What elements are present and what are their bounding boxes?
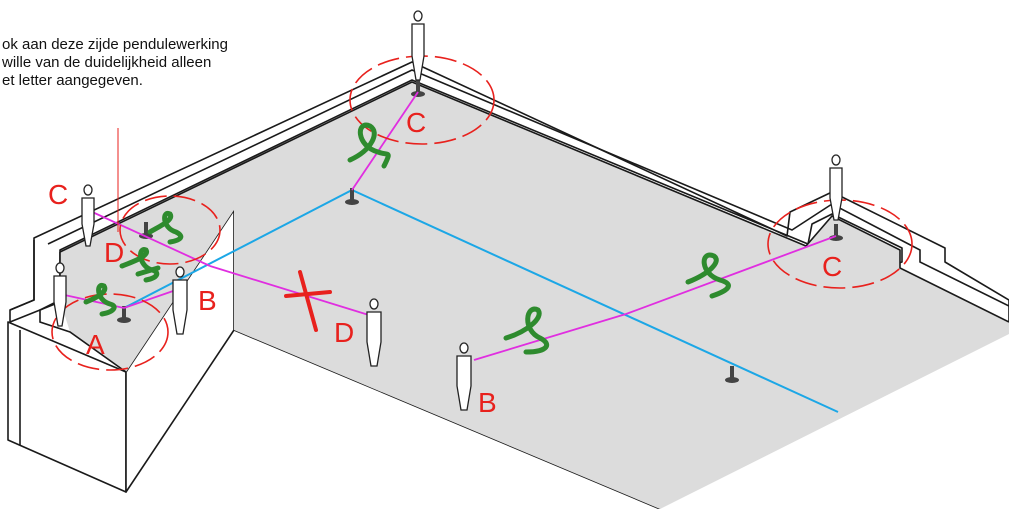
anchor-post-left (117, 306, 131, 323)
worker-left-a (53, 262, 67, 327)
worker-left-c (81, 184, 95, 247)
tether-left-c (87, 209, 211, 267)
label-d-left: D (104, 237, 124, 268)
note-line-1: ok aan deze zijde pendulewerking (2, 36, 228, 53)
label-b-left: B (198, 285, 217, 316)
not-allowed-cross (284, 270, 332, 332)
rope-coil-a (83, 282, 117, 317)
note-line-2: wille van de duidelijkheid alleen (2, 54, 212, 71)
tether-top (351, 91, 419, 191)
pendulum-note: ok aan deze zijde pendulewerking wille v… (2, 36, 332, 90)
tether-right (625, 235, 837, 315)
worker-top (411, 10, 425, 81)
rope-coil-center (503, 306, 550, 355)
rope-coil-top (347, 122, 391, 169)
worker-right (829, 154, 843, 221)
tether-center-d (209, 265, 373, 317)
label-a: A (86, 329, 105, 360)
anchor-post-top (411, 80, 425, 97)
note-line-3: et letter aangegeven. (2, 72, 143, 89)
worker-center-b (456, 342, 472, 411)
fall-zone-left-a (51, 293, 169, 371)
rope-coil-right (685, 252, 731, 299)
roof-surface (60, 82, 1009, 509)
anchor-post-mid (345, 188, 359, 205)
parapet-rim (9, 61, 1009, 331)
label-c-top: C (406, 107, 426, 138)
workers (53, 10, 843, 411)
label-d-center: D (334, 317, 354, 348)
fall-zone-left-c (119, 195, 221, 265)
tether-left-b (123, 289, 177, 309)
rope-coil-b (135, 265, 161, 277)
rope-coil-d (119, 247, 160, 283)
anchor-posts (117, 80, 843, 383)
scenario-labels: C D A B D B C C (48, 107, 842, 418)
anchor-post-front (725, 366, 739, 383)
label-b-center: B (478, 387, 497, 418)
parapet-top (9, 61, 1009, 331)
worker-center-d (366, 298, 382, 367)
rope-coil-c (147, 210, 184, 245)
rope-coils (83, 122, 731, 355)
tether-center-b (473, 313, 627, 361)
label-c-right: C (822, 251, 842, 282)
worker-left-b (172, 266, 188, 335)
label-c-left: C (48, 179, 68, 210)
